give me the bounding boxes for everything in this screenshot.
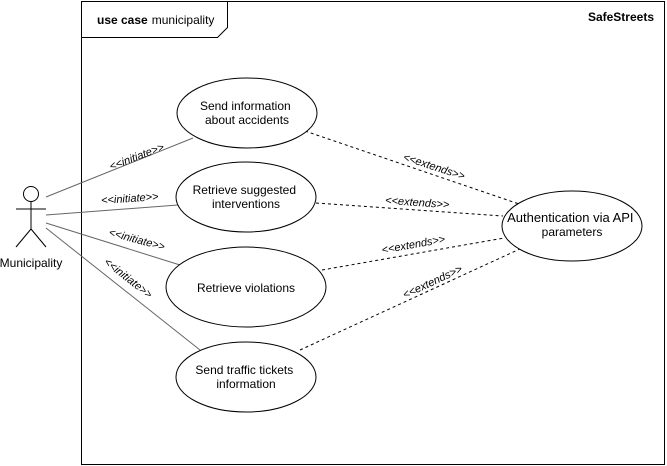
use-case-retrieve-violations bbox=[165, 246, 327, 328]
use-case-send-tickets bbox=[175, 341, 317, 413]
label-extends-4: <<extends>> bbox=[401, 263, 465, 301]
actor-label: Municipality bbox=[0, 256, 62, 270]
use-case-label-send-tickets: Send traffic tickets information bbox=[195, 363, 296, 391]
assoc-send-accidents bbox=[45, 137, 194, 198]
use-case-label-send-accidents: Send information about accidents bbox=[200, 99, 294, 127]
label-extends-2: <<extends>> bbox=[385, 195, 450, 211]
frame-title: use case municipality bbox=[97, 13, 214, 27]
frame-title-tab bbox=[81, 1, 228, 38]
use-case-label-retrieve-violations: Retrieve violations bbox=[197, 281, 295, 295]
assoc-send-tickets bbox=[45, 227, 201, 351]
label-extends-3: <<extends>> bbox=[381, 233, 447, 256]
label-initiate-2: <<initiate>> bbox=[101, 191, 160, 207]
assoc-retrieve-interventions bbox=[45, 204, 179, 216]
assoc-retrieve-violations bbox=[45, 222, 181, 266]
label-initiate-3: <<initiate>> bbox=[107, 227, 166, 254]
use-case-label-retrieve-interventions: Retrieve suggested interventions bbox=[193, 183, 300, 211]
frame-name: municipality bbox=[152, 13, 215, 27]
extends-retrieve-violations bbox=[321, 237, 505, 271]
extends-send-accidents bbox=[304, 130, 523, 206]
frame-keyword: use case bbox=[97, 13, 148, 27]
actor-figure-icon bbox=[15, 186, 47, 248]
system-frame bbox=[81, 1, 665, 465]
use-case-retrieve-interventions bbox=[175, 161, 317, 233]
label-extends-1: <<extends>> bbox=[402, 152, 467, 183]
extends-send-tickets bbox=[299, 247, 523, 351]
system-name: SafeStreets bbox=[588, 10, 654, 24]
use-case-send-accidents bbox=[176, 77, 318, 149]
label-initiate-1: <<initiate>> bbox=[108, 141, 167, 173]
use-case-label-authentication: Authentication via API parameters bbox=[507, 210, 637, 239]
extends-retrieve-interventions bbox=[315, 202, 504, 217]
use-case-authentication bbox=[501, 190, 643, 262]
